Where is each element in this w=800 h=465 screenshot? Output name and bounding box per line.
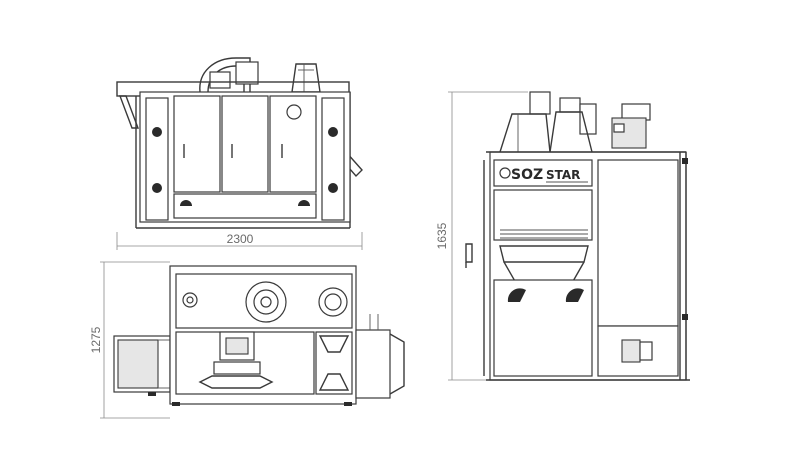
front-inspection-port — [286, 104, 302, 120]
side-view: SOZ STAR — [465, 91, 690, 381]
front-door-2 — [221, 95, 269, 193]
front-door-1 — [173, 95, 221, 193]
width-dimension-label: 2300 — [227, 232, 254, 246]
side-top-feeder — [529, 91, 551, 115]
front-left-column — [145, 97, 169, 221]
width-dimension: 2300 — [116, 232, 363, 250]
plan-view — [113, 265, 405, 406]
front-view — [116, 57, 363, 229]
depth-dimension: 1275 — [89, 261, 170, 419]
plan-right-housing — [355, 329, 391, 399]
plan-outlet-slot — [198, 375, 274, 389]
front-right-column — [321, 97, 345, 221]
logo-brand-right: STAR — [546, 168, 580, 182]
side-bottom-motor — [621, 339, 641, 363]
height-dimension: 1635 — [435, 91, 528, 381]
front-left-chute — [118, 95, 140, 129]
logo: SOZ STAR — [499, 167, 588, 183]
depth-dimension-label: 1275 — [89, 326, 103, 353]
height-dimension-label: 1635 — [435, 222, 449, 249]
side-cabinet — [597, 159, 679, 327]
front-top-equipment — [199, 57, 321, 93]
front-bottom-hopper — [173, 193, 317, 219]
logo-brand-left: SOZ — [511, 167, 543, 183]
